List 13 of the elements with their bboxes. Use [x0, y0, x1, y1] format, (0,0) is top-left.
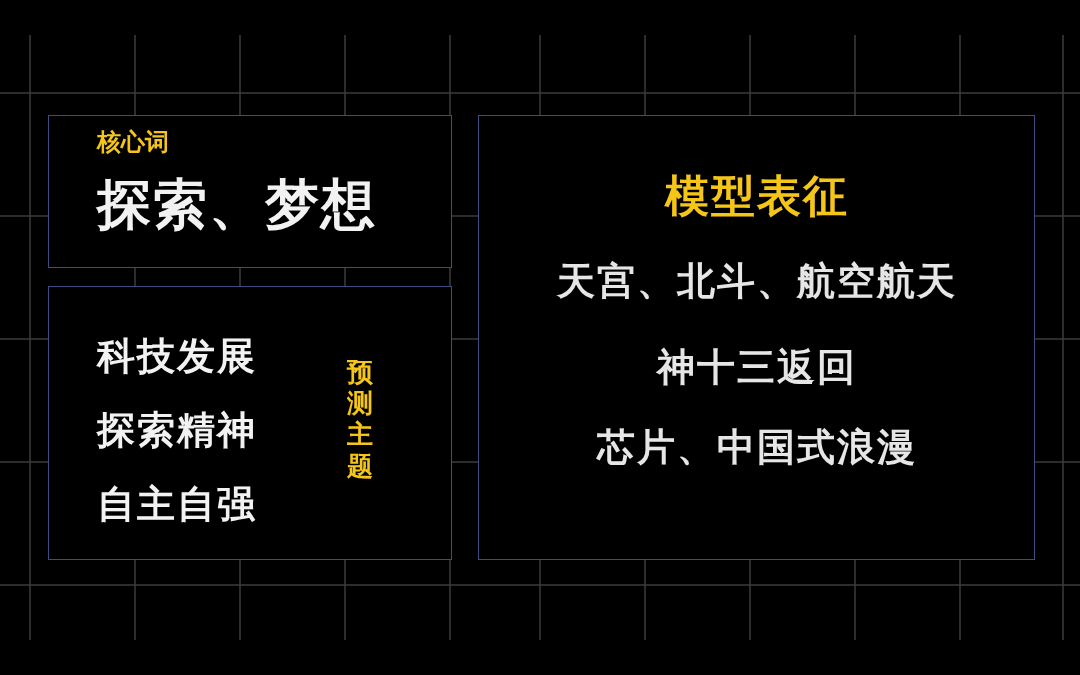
heading: 核心词	[97, 130, 169, 154]
topic-text: 芯片、中国式浪漫	[595, 428, 918, 466]
text-panel	[48, 115, 452, 268]
keyword-text: 探索、梦想	[97, 178, 377, 232]
text-panel	[48, 286, 452, 560]
topic-text: 自主自强	[97, 485, 257, 523]
text-panel	[478, 115, 1035, 560]
vertical-heading: 预测主题	[347, 357, 373, 482]
topic-text: 天宫、北斗、航空航天	[555, 262, 958, 300]
topic-text: 神十三返回	[655, 348, 858, 386]
topic-text: 科技发展	[97, 337, 257, 375]
heading: 模型表征	[663, 174, 850, 218]
topic-text: 探索精神	[97, 411, 257, 449]
